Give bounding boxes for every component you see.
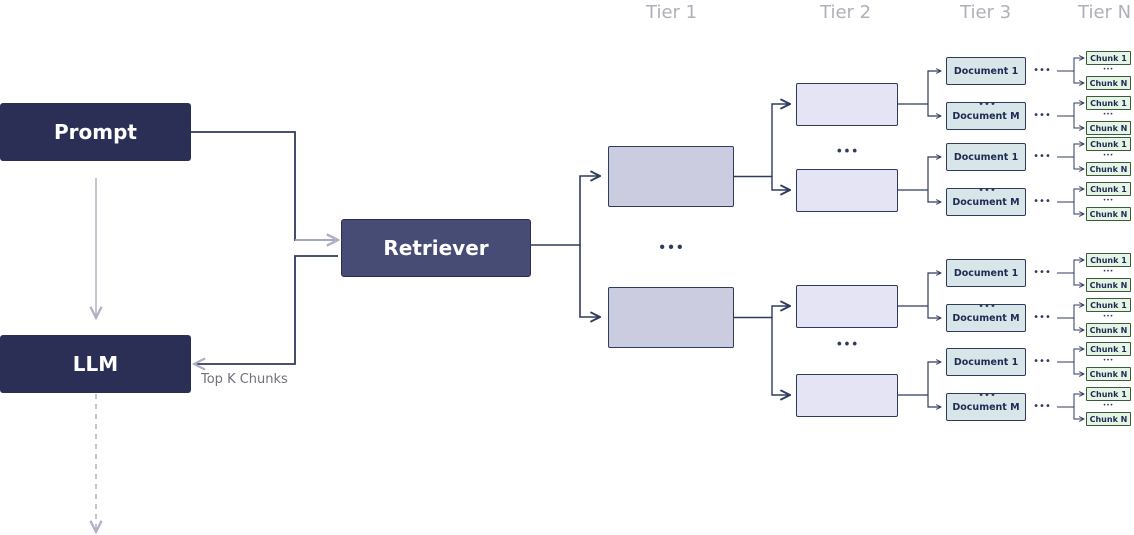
document-to-chunk-n: [1073, 116, 1084, 128]
document-chunks-ellipsis: •••: [1033, 151, 1051, 162]
chunk-n-node: Chunk N: [1086, 367, 1131, 381]
document-to-chunk-1: [1073, 349, 1084, 362]
chunk-n-node: Chunk N: [1086, 121, 1131, 135]
tier1-to-tier2-lower: [771, 317, 790, 396]
chunk-1-node: Chunk 1: [1086, 96, 1131, 110]
chunk-1-node: Chunk 1: [1086, 342, 1131, 356]
chunk-n-node: Chunk N: [1086, 207, 1131, 221]
tier2-to-document-upper: [898, 362, 941, 396]
document-chunks-ellipsis: •••: [1033, 65, 1051, 76]
tier-1-label: Tier 1: [646, 2, 698, 23]
tier2-to-document-upper: [898, 71, 941, 105]
document-to-chunk-n: [1073, 318, 1084, 330]
chunk-1-node: Chunk 1: [1086, 137, 1131, 151]
chunk-1-node: Chunk 1: [1086, 51, 1131, 65]
tier2-to-document-lower: [927, 395, 941, 407]
document-1-node: Document 1: [946, 57, 1026, 85]
tier2-ellipsis: •••: [835, 144, 859, 160]
document-chunks-ellipsis: •••: [1033, 196, 1051, 207]
chunk-ellipsis: •••: [1102, 197, 1114, 204]
chunk-ellipsis: •••: [1102, 402, 1114, 409]
retriever-to-tier1-upper: [531, 176, 600, 246]
tier1-to-tier2-upper: [734, 104, 790, 178]
document-to-chunk-n: [1073, 273, 1084, 285]
tier2-to-document-upper: [898, 273, 941, 307]
tier1-node: [608, 287, 734, 348]
tier-2-label: Tier 2: [820, 2, 872, 23]
tier1-ellipsis: •••: [657, 238, 685, 257]
tier1-to-tier2-upper: [734, 306, 790, 319]
chunk-ellipsis: •••: [1102, 313, 1114, 320]
document-to-chunk-1: [1073, 394, 1084, 407]
chunk-1-node: Chunk 1: [1086, 298, 1131, 312]
document-ellipsis: •••: [978, 301, 996, 312]
llm-node: LLM: [0, 335, 191, 393]
document-to-chunk-n: [1073, 157, 1084, 169]
tier2-node: [796, 374, 898, 417]
tier2-to-document-lower: [927, 104, 941, 116]
document-chunks-ellipsis: •••: [1033, 267, 1051, 278]
chunk-ellipsis: •••: [1102, 357, 1114, 364]
document-to-chunk-1: [1073, 260, 1084, 273]
retriever-to-tier1-lower: [579, 245, 600, 317]
tier2-node: [796, 285, 898, 328]
chunk-1-node: Chunk 1: [1086, 387, 1131, 401]
tier1-node: [608, 146, 734, 207]
document-to-chunk-1: [1073, 189, 1084, 202]
chunk-ellipsis: •••: [1102, 66, 1114, 73]
document-chunks-ellipsis: •••: [1033, 356, 1051, 367]
document-to-chunk-n: [1073, 71, 1084, 83]
chunk-1-node: Chunk 1: [1086, 253, 1131, 267]
chunk-ellipsis: •••: [1102, 152, 1114, 159]
prompt-to-retriever-connector: [191, 131, 338, 240]
document-to-chunk-1: [1073, 305, 1084, 318]
document-1-node: Document 1: [946, 259, 1026, 287]
chunk-n-node: Chunk N: [1086, 76, 1131, 90]
document-chunks-ellipsis: •••: [1033, 312, 1051, 323]
document-chunks-ellipsis: •••: [1033, 401, 1051, 412]
tier2-node: [796, 169, 898, 212]
tier-n-label: Tier N: [1078, 2, 1132, 23]
document-ellipsis: •••: [978, 99, 996, 110]
document-ellipsis: •••: [978, 390, 996, 401]
tier2-ellipsis: •••: [835, 337, 859, 353]
chunk-n-node: Chunk N: [1086, 162, 1131, 176]
tier2-to-document-lower: [927, 190, 941, 202]
chunk-ellipsis: •••: [1102, 268, 1114, 275]
chunk-ellipsis: •••: [1102, 111, 1114, 118]
chunk-n-node: Chunk N: [1086, 278, 1131, 292]
tier2-to-document-upper: [898, 157, 941, 191]
document-to-chunk-n: [1073, 202, 1084, 214]
document-m-node: Document M: [946, 188, 1026, 216]
tier2-node: [796, 83, 898, 126]
document-to-chunk-1: [1073, 144, 1084, 157]
tier2-to-document-lower: [927, 306, 941, 318]
document-to-chunk-1: [1073, 58, 1084, 71]
chunk-n-node: Chunk N: [1086, 323, 1131, 337]
chunk-1-node: Chunk 1: [1086, 182, 1131, 196]
chunk-n-node: Chunk N: [1086, 412, 1131, 426]
retriever-node: Retriever: [341, 219, 531, 277]
top-k-chunks-label: Top K Chunks: [201, 372, 288, 387]
document-ellipsis: •••: [978, 185, 996, 196]
retriever-to-llm-connector: [194, 255, 338, 364]
document-to-chunk-1: [1073, 103, 1084, 116]
document-m-node: Document M: [946, 102, 1026, 130]
tier-3-label: Tier 3: [960, 2, 1012, 23]
document-1-node: Document 1: [946, 143, 1026, 171]
tier1-to-tier2-lower: [771, 176, 790, 191]
document-m-node: Document M: [946, 393, 1026, 421]
document-m-node: Document M: [946, 304, 1026, 332]
document-1-node: Document 1: [946, 348, 1026, 376]
document-chunks-ellipsis: •••: [1033, 110, 1051, 121]
document-to-chunk-n: [1073, 362, 1084, 374]
prompt-node: Prompt: [0, 103, 191, 161]
document-to-chunk-n: [1073, 407, 1084, 419]
